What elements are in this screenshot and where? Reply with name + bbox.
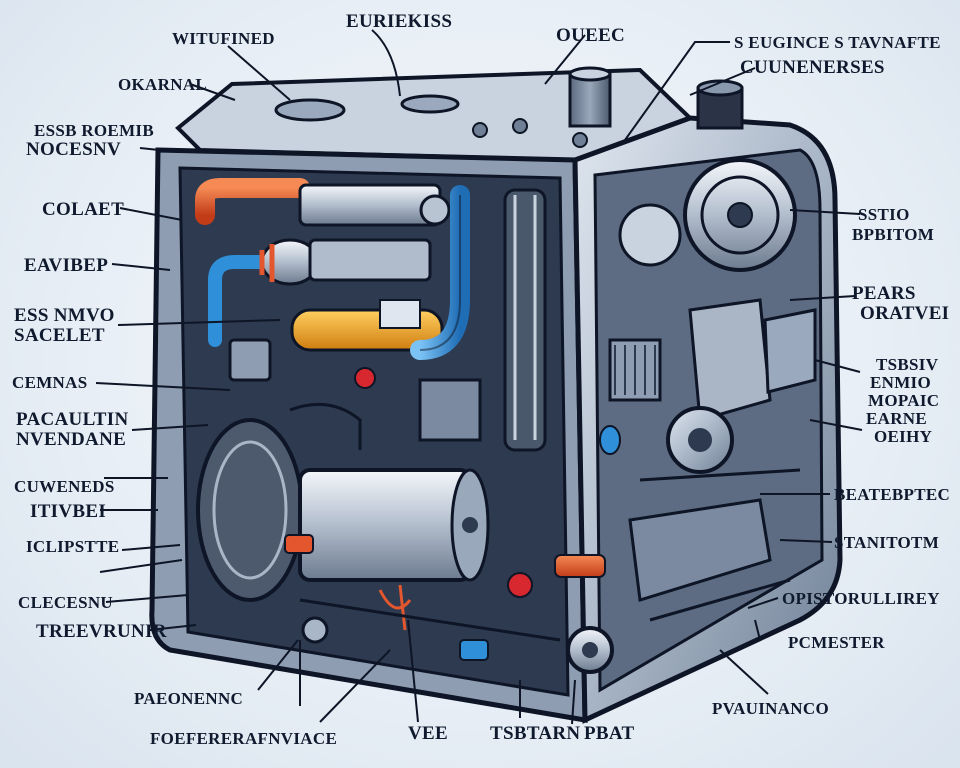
label-left-2a: ESSB ROEMIB: [34, 121, 154, 140]
label-bottom-4: TSBTARN: [490, 723, 581, 744]
label-bottom-3: VEE: [408, 723, 448, 744]
leader-lines: [95, 29, 863, 725]
side-components: [507, 158, 817, 674]
label-left-7a: PACAULTIN: [16, 409, 129, 430]
label-top-right-2: CUUNENERSES: [740, 57, 885, 78]
label-top-left-1: WITUFINED: [172, 29, 275, 48]
label-right-3d: EARNE: [866, 409, 928, 428]
label-left-6: CEMNAS: [12, 373, 88, 392]
label-right-3b: ENMIO: [870, 373, 931, 392]
label-right-2a: PEARS: [852, 283, 916, 304]
top-fittings: [274, 66, 744, 148]
label-right-5: STANITOTM: [834, 533, 940, 552]
label-left-5a: ESS NMVO: [14, 305, 115, 326]
label-bottom-2: FOEFERERAFNVIACE: [150, 729, 338, 748]
label-right-1b: BPBITOM: [852, 225, 935, 244]
label-left-5b: SACELET: [14, 325, 105, 346]
label-left-4: EAVIBEP: [24, 255, 109, 276]
label-left-1: OKARNAL: [118, 75, 207, 94]
label-left-9: ITIVBEI: [30, 501, 107, 522]
label-left-12: TREEVRUNIR: [36, 621, 167, 642]
label-right-3c: MOPAIC: [868, 391, 940, 410]
label-left-8: CUWENEDS: [14, 477, 115, 496]
label-right-3e: OEIHY: [874, 427, 933, 446]
label-top-center: EURIEKISS: [346, 11, 453, 32]
label-bottom-5: PBAT: [584, 723, 635, 744]
label-right-2b: ORATVEI: [860, 303, 950, 324]
label-right-1a: SSTIO: [858, 205, 910, 224]
label-left-11: CLECESNU: [18, 593, 113, 612]
label-left-3: COLAET: [42, 199, 125, 220]
label-right-7: PCMESTER: [788, 633, 885, 652]
label-left-2b: NOCESNV: [26, 139, 122, 160]
label-right-6: OPISTORULLIREY: [782, 589, 940, 608]
label-right-4: BEATEBPTEC: [834, 485, 951, 504]
label-right-8: PVAUINANCO: [712, 699, 829, 718]
label-bottom-1: PAEONENNC: [134, 689, 244, 708]
label-right-3a: TSBSIV: [876, 355, 939, 374]
internal-components: [195, 178, 561, 661]
label-left-10: ICLIPSTTE: [26, 537, 120, 556]
label-top-center-right: OUEEC: [556, 25, 626, 46]
label-left-7b: NVENDANE: [16, 429, 127, 450]
label-top-right-1: S EUGINCE S TAVNAFTE: [734, 33, 941, 52]
